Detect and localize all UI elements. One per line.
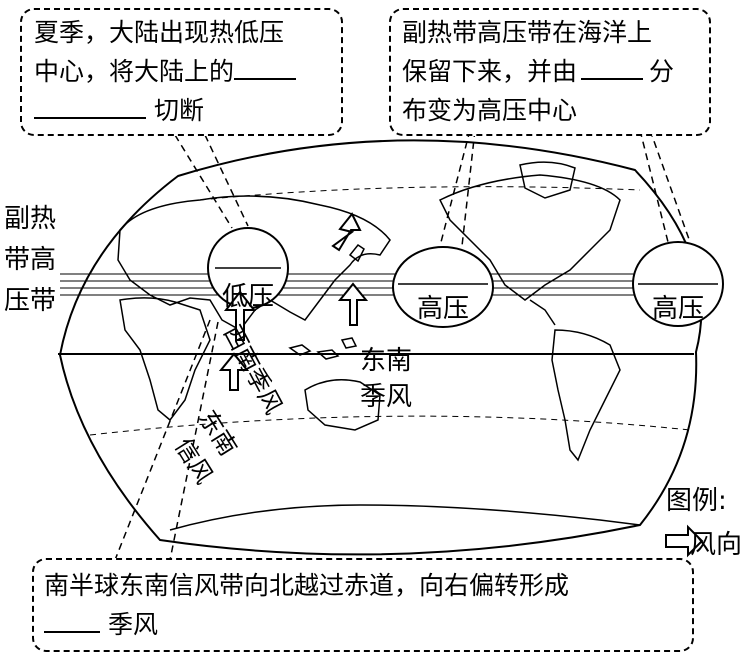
fill-blank — [34, 95, 146, 119]
continents — [117, 161, 641, 531]
high-pressure-label-2: 高压 — [652, 294, 705, 324]
fill-blank — [44, 609, 100, 633]
summer-line2-text: 中心，将大陆上的 — [34, 57, 235, 86]
legend-wind-label: 风向 — [690, 530, 743, 560]
south-line1: 南半球东南信风带向北越过赤道，向右偏转形成 — [44, 571, 570, 600]
legend-arrow-icon — [665, 524, 704, 558]
low-pressure-label: 低压 — [222, 282, 275, 312]
summer-line1: 夏季，大陆出现热低压 — [34, 18, 285, 47]
japan-arrow — [331, 212, 362, 252]
side-label-line2: 带高 — [4, 245, 57, 275]
high-pressure-circle-1 — [392, 246, 494, 328]
south-line2: 季风 — [44, 605, 158, 644]
summer-low-callout — [20, 8, 343, 136]
southeast-monsoon-label-1: 东南 — [360, 346, 413, 376]
fill-blank — [234, 56, 297, 80]
antarctic-circle-dashed — [89, 415, 691, 436]
ocean-line2-suffix: 分 — [649, 57, 675, 86]
southeast-monsoon-arrow — [337, 282, 369, 326]
ocean-line1: 副热带高压带在海洋上 — [402, 18, 653, 47]
south-trade-callout — [32, 558, 694, 652]
ocean-high-callout — [389, 8, 711, 136]
high-pressure-label-1: 高压 — [417, 294, 470, 324]
wind-arrows — [218, 212, 704, 558]
ocean-line3: 布变为高压中心 — [402, 96, 578, 125]
trade-wind-arrow — [218, 352, 250, 391]
fill-blank — [581, 56, 644, 80]
ocean-line2-text: 保留下来，并由 — [402, 57, 578, 86]
legend-title: 图例: — [666, 486, 727, 516]
arctic-circle-dashed — [199, 186, 641, 201]
subtropical-high-belt — [60, 273, 694, 296]
south-line2-text: 季风 — [108, 610, 159, 639]
southeast-monsoon-label-2: 季风 — [360, 382, 413, 412]
side-label-line1: 副热 — [4, 204, 57, 234]
subtropical-high-side-label: 副热 带高 压带 — [4, 203, 56, 318]
summer-line3: 切断 — [34, 91, 204, 130]
summer-line2: 中心，将大陆上的 — [34, 52, 297, 91]
summer-line3-text: 切断 — [154, 96, 205, 125]
side-label-line3: 压带 — [4, 286, 57, 316]
leader-lines — [114, 129, 691, 561]
ocean-line2: 保留下来，并由 分 — [402, 52, 674, 91]
southwest-monsoon-arrow — [223, 290, 257, 341]
